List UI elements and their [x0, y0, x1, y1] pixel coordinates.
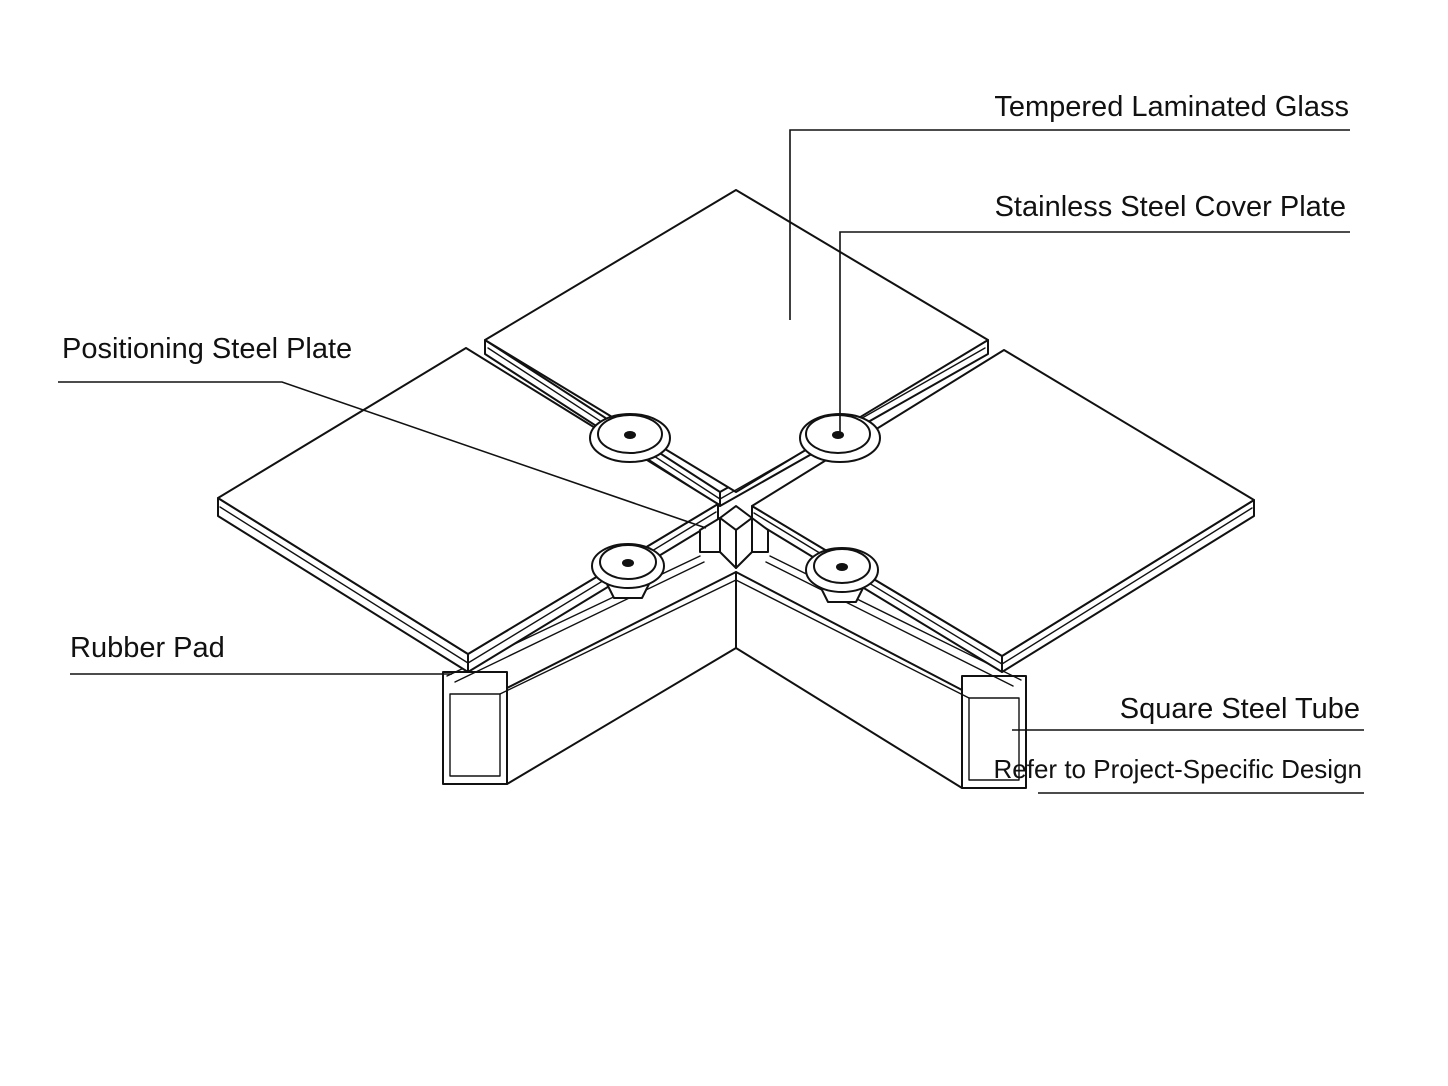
laminate-line — [753, 512, 1003, 665]
cover-plate-top-left — [589, 413, 671, 463]
label-tempered-laminated-glass: Tempered Laminated Glass — [994, 91, 1349, 123]
glass-left-surface — [217, 347, 719, 655]
laminate-line — [1001, 507, 1253, 665]
label-stainless-steel-cover-plate: Stainless Steel Cover Plate — [995, 191, 1346, 223]
leader-positioning-steel-plate — [58, 381, 707, 529]
square-steel-tube — [442, 571, 1027, 789]
label-positioning-steel-plate: Positioning Steel Plate — [62, 333, 352, 365]
cover-plate-bottom-left — [591, 543, 665, 599]
glass-panel-left — [217, 347, 719, 673]
leader-tempered-laminated-glass — [789, 129, 1350, 320]
rubber-pad-left-line-2 — [454, 561, 705, 683]
positioning-steel-plate — [699, 505, 769, 569]
glass-right-surface — [751, 349, 1255, 657]
tube-bottom-edge — [506, 647, 963, 789]
stainless-steel-cover-plates — [589, 413, 881, 603]
label-square-steel-tube: Square Steel Tube — [1120, 693, 1360, 725]
cover-plate-top-right — [799, 413, 881, 463]
label-refer-to-project-specific-design: Refer to Project-Specific Design — [994, 754, 1362, 784]
labels: Tempered Laminated Glass Stainless Steel… — [62, 91, 1362, 784]
tube-right-end-inner — [968, 697, 1020, 781]
positioning-plate-front-right — [735, 517, 753, 569]
tube-left-end — [442, 671, 508, 785]
tube-right-inner-line — [735, 579, 970, 699]
cover-plate-bottom-right — [805, 547, 879, 603]
leader-stainless-steel-cover-plate — [839, 231, 1350, 436]
laminate-line — [219, 506, 469, 664]
tube-left-end-inner — [449, 693, 501, 777]
label-rubber-pad: Rubber Pad — [70, 632, 225, 664]
tempered-laminated-glass — [217, 189, 1255, 673]
tube-right-end — [961, 675, 1027, 789]
leader-lines — [58, 129, 1364, 794]
tube-left-inner-line — [499, 579, 737, 695]
rubber-pad-right-line-2 — [765, 561, 1014, 687]
laminate-line — [467, 511, 717, 664]
glass-panel-right — [751, 349, 1255, 673]
